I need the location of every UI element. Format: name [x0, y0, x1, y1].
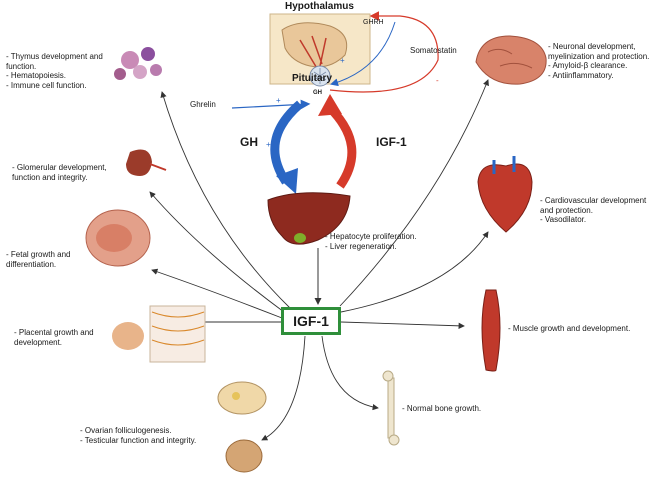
placenta-effects-list: Placental growth and development. — [14, 328, 114, 347]
ghrelin-label: Ghrelin — [190, 100, 216, 109]
brain-illustration — [475, 35, 547, 85]
ghrh-arrow — [330, 21, 396, 87]
somatostatin-loop — [329, 11, 439, 93]
list-item: Liver regeneration. — [325, 242, 417, 252]
heart-effects-list: Cardiovascular development and protectio… — [540, 196, 658, 225]
somatostatin-minus-sign: - — [436, 76, 439, 85]
fetus-illustration — [85, 209, 151, 267]
gonads-illustration — [217, 381, 267, 473]
hypothalamus-label: Hypothalamus — [285, 1, 354, 12]
list-item: Fetal growth and differentiation. — [6, 250, 86, 269]
list-item: Cardiovascular development and protectio… — [540, 196, 658, 215]
list-item: Immune cell function. — [6, 81, 116, 91]
list-item: Amyloid-β clearance. — [548, 61, 660, 71]
list-item: Hematopoiesis. — [6, 71, 116, 81]
liver-effects-list: Hepatocyte proliferation. Liver regenera… — [325, 232, 417, 251]
gh-label: GH — [240, 135, 258, 149]
kidney-illustration — [126, 149, 167, 176]
bone-illustration — [382, 370, 400, 446]
bone-effects-list: Normal bone growth. — [402, 404, 481, 414]
gh-arrow — [270, 100, 304, 185]
gh-plus-sign: + — [266, 140, 271, 149]
muscle-illustration — [481, 289, 501, 372]
target-arrows — [149, 79, 489, 441]
hypothalamus-pituitary-illustration — [269, 13, 371, 87]
list-item: Vasodilator. — [540, 215, 658, 225]
list-item: Ovarian folliculogenesis. — [80, 426, 196, 436]
placenta-illustration — [112, 305, 206, 363]
list-item: Muscle growth and development. — [508, 324, 630, 334]
igf1-feedback-arrow — [326, 104, 357, 189]
igf1-center-box: IGF-1 — [281, 307, 341, 335]
brain-effects-list: Neuronal development, myelinization and … — [548, 42, 660, 80]
thymus-effects-list: Thymus development and function. Hematop… — [6, 52, 116, 90]
list-item: Normal bone growth. — [402, 404, 481, 414]
list-item: Placental growth and development. — [14, 328, 114, 347]
ghrelin-plus-sign: + — [276, 96, 281, 105]
kidney-effects-list: Glomerular development, function and int… — [12, 163, 120, 182]
ghrh-plus-sign: + — [340, 56, 345, 65]
list-item: Neuronal development, myelinization and … — [548, 42, 660, 61]
somatostatin-label: Somatostatin — [410, 46, 457, 55]
heart-illustration — [477, 156, 533, 233]
list-item: Glomerular development, function and int… — [12, 163, 120, 182]
igf1-feedback-label: IGF-1 — [376, 135, 407, 149]
list-item: Antiinflammatory. — [548, 71, 660, 81]
list-item: Hepatocyte proliferation. — [325, 232, 417, 242]
ghrh-label: GHRH — [363, 19, 384, 26]
igf1-minus-sign: - — [352, 140, 355, 149]
list-item: Testicular function and integrity. — [80, 436, 196, 446]
muscle-effects-list: Muscle growth and development. — [508, 324, 630, 334]
gh-small-label: GH — [313, 90, 322, 96]
fetal-effects-list: Fetal growth and differentiation. — [6, 250, 86, 269]
list-item: Thymus development and function. — [6, 52, 116, 71]
thymus-illustration — [114, 47, 162, 80]
gonads-effects-list: Ovarian folliculogenesis. Testicular fun… — [80, 426, 196, 445]
pituitary-label: Pituitary — [292, 73, 333, 84]
